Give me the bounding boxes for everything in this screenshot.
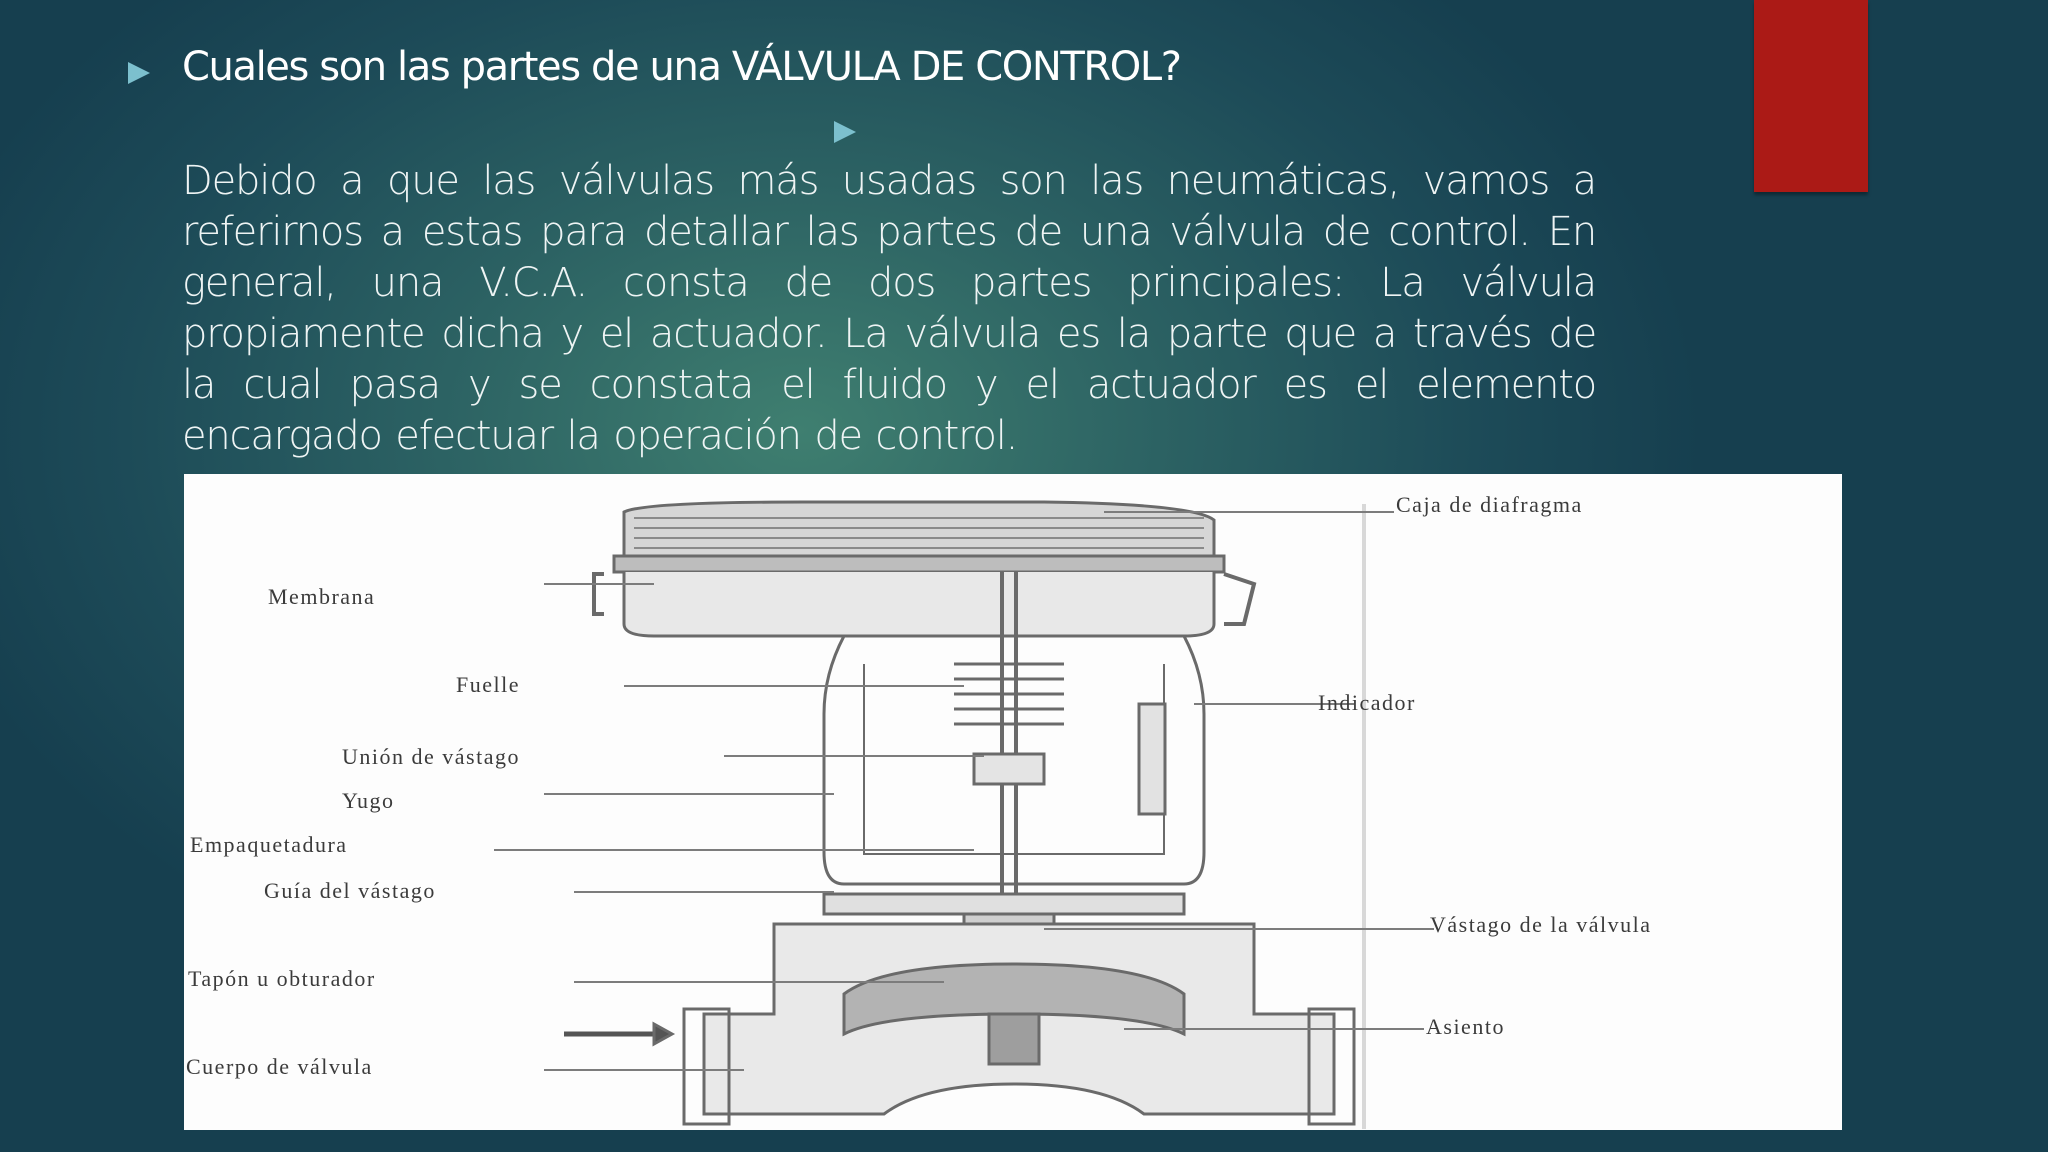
bullet-arrow-icon <box>128 62 150 84</box>
label-indicador: Indicador <box>1318 690 1416 715</box>
label-tapon-obturador: Tapón u obturador <box>188 966 376 991</box>
slide-paragraph: Debido a que las válvulas más usadas son… <box>182 158 1597 459</box>
accent-tab <box>1754 0 1868 192</box>
label-yugo: Yugo <box>342 788 395 813</box>
label-cuerpo-valvula: Cuerpo de válvula <box>186 1054 373 1079</box>
label-fuelle: Fuelle <box>456 672 520 697</box>
slide-title: Cuales son las partes de una VÁLVULA DE … <box>182 44 1182 90</box>
label-guia-vastago: Guía del vástago <box>264 878 436 903</box>
valve-drawing <box>494 500 1434 1129</box>
label-union-vastago: Unión de vástago <box>342 744 520 769</box>
label-asiento: Asiento <box>1426 1014 1505 1039</box>
label-membrana: Membrana <box>268 584 376 609</box>
valve-diagram: Caja de diafragma Membrana Fuelle Indica… <box>184 474 1842 1130</box>
sub-bullet-arrow-icon <box>834 121 856 143</box>
label-vastago-valvula: Vástago de la válvula <box>1430 912 1652 937</box>
label-caja-diafragma: Caja de diafragma <box>1396 492 1583 517</box>
label-empaquetadura: Empaquetadura <box>190 832 348 857</box>
